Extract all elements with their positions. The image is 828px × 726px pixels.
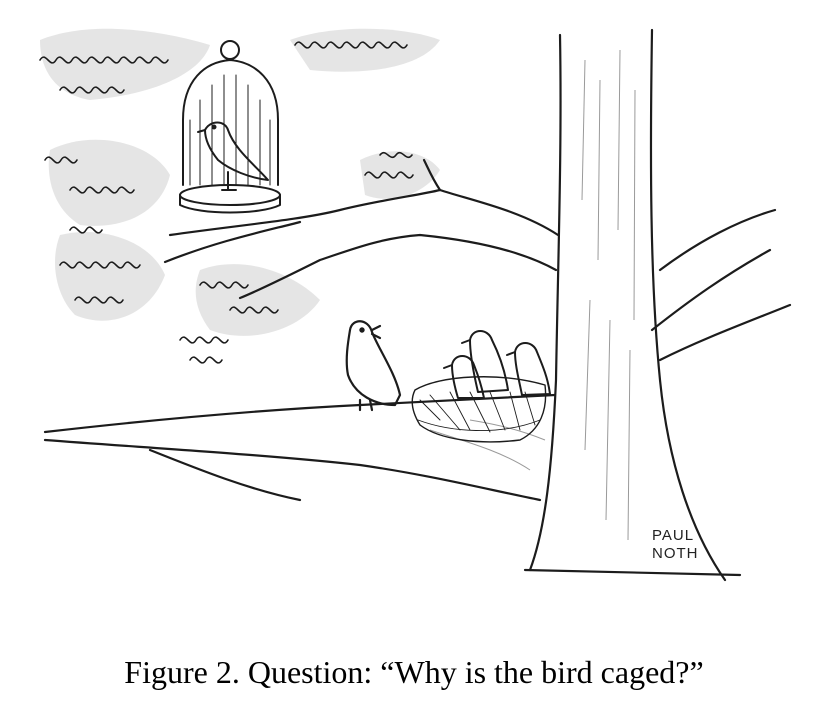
figure-caption: Figure 2. Question: “Why is the bird cag… <box>124 654 704 690</box>
trunk-left-edge <box>528 33 562 572</box>
lower-branch-bottom <box>43 438 542 502</box>
foliage-wash <box>40 28 440 336</box>
artist-signature: PAUL NOTH <box>652 527 699 562</box>
cartoon-figure: PAUL NOTH <box>39 28 792 582</box>
signature-line-2: NOTH <box>652 545 699 562</box>
birdcage <box>179 40 281 214</box>
upper-branch-bottom <box>238 233 558 300</box>
foliage-scribbles <box>39 41 414 364</box>
mother-bird <box>345 320 402 412</box>
bark-texture <box>429 49 636 541</box>
tree <box>43 28 792 582</box>
lower-branch-top <box>43 393 557 434</box>
upper-branch-top <box>168 188 560 237</box>
chicks <box>443 330 551 399</box>
trunk-right-edge <box>649 28 727 582</box>
signature-line-1: PAUL <box>652 527 694 544</box>
nest <box>411 376 547 443</box>
caged-bird <box>197 121 269 191</box>
